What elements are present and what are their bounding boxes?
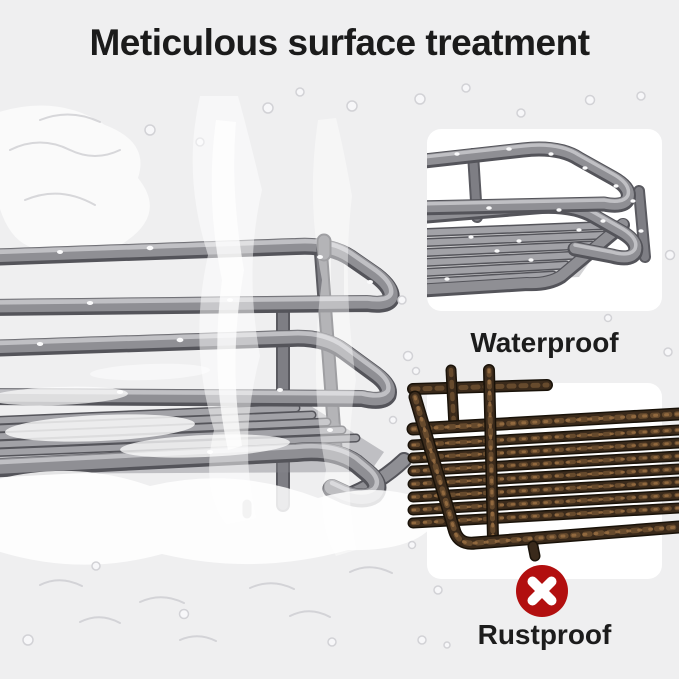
x-circle-icon bbox=[516, 565, 568, 617]
waterproof-label: Waterproof bbox=[470, 327, 619, 358]
page-title: Meticulous surface treatment bbox=[89, 22, 590, 63]
rustproof-label: Rustproof bbox=[477, 619, 612, 650]
waterproof-card bbox=[427, 129, 662, 311]
droplets-on-card-shelf bbox=[444, 147, 644, 281]
waterproof-shelf-illustration bbox=[427, 129, 651, 311]
water-splash-front bbox=[0, 83, 676, 649]
rusty-shelf-tubes bbox=[413, 370, 679, 562]
water-splash-back bbox=[0, 87, 358, 257]
rustproof-card bbox=[427, 383, 679, 579]
rusty-shelf-illustration bbox=[427, 383, 679, 562]
